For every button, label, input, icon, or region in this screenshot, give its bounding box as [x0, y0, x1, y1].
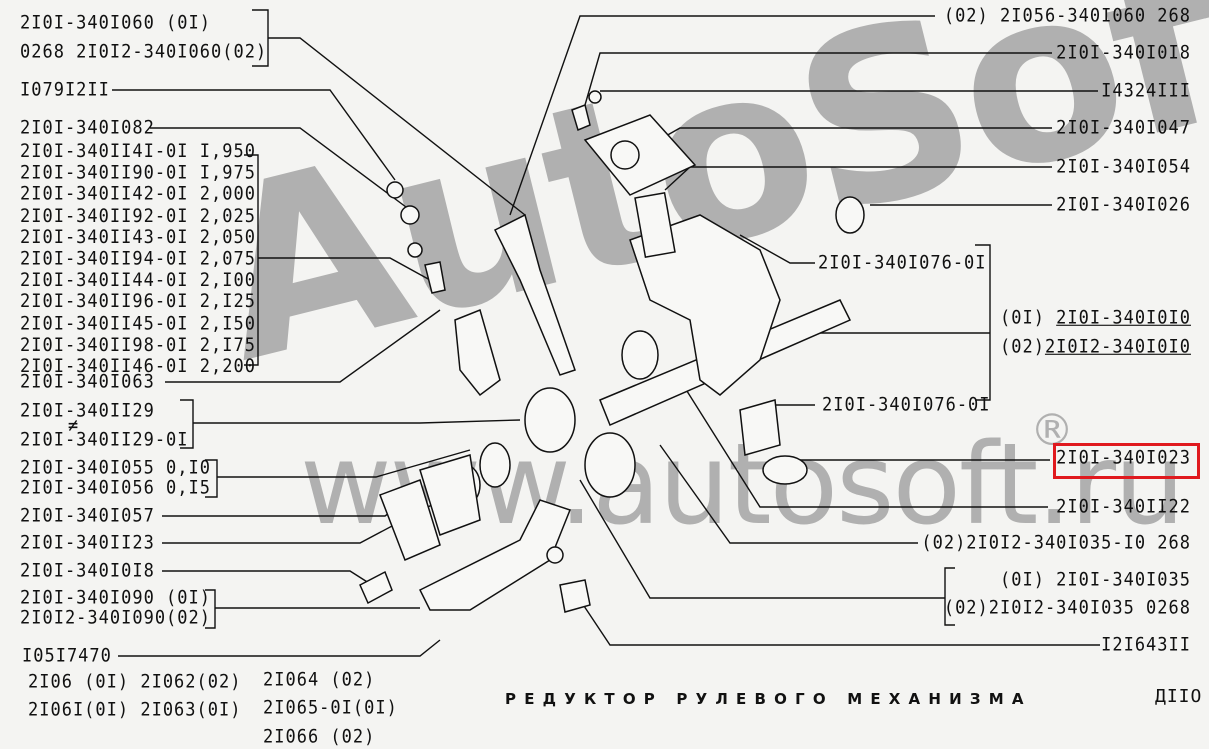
shim-item: 2I0I-340II98-0I 2,I75	[20, 333, 256, 357]
sector-shaft	[634, 191, 676, 259]
shim-item: 2I0I-340II46-0I 2,200	[20, 355, 256, 378]
part-label: 2I0I-340I047	[1056, 116, 1191, 140]
gasket	[379, 479, 441, 561]
part-label: (02)2I0I2-340I035 0268	[943, 596, 1191, 620]
shim-item: 2I0I-340II44-0I 2,I00	[20, 269, 256, 292]
part-label-pair: (0I) 2I0I-340I0I0	[1000, 307, 1191, 329]
highlight-box	[1053, 443, 1200, 479]
shim-item: 2I0I-340II94-0I 2,075	[20, 247, 256, 271]
shim-item: 2I0I-340II42-0I 2,000	[20, 183, 256, 206]
part-label: (02)2I0I2-340I035-I0 268	[921, 531, 1191, 555]
part-label: 2I0I-340II23	[20, 531, 155, 555]
part-label: (0I) 2I0I-340I035	[1000, 568, 1191, 592]
steering-shaft	[493, 213, 576, 376]
washer-top	[386, 181, 404, 199]
part-label: 2I0I-340I0I8	[20, 559, 155, 583]
part-label: I079I2II	[20, 78, 110, 102]
sheet-code: ДIIO	[1155, 686, 1203, 707]
part-label: I05I7470	[22, 644, 112, 668]
part-label: 2I0I-340I054	[1056, 155, 1191, 179]
variant-tag: (02)	[999, 335, 1045, 359]
bushing	[739, 399, 781, 456]
part-label: 2I0I-340I076-0I	[822, 393, 991, 417]
boot-lower	[584, 432, 636, 498]
model-label: 2I066 (02)	[263, 725, 376, 749]
part-label: 2I0I-340I0I8	[1056, 41, 1191, 65]
bearing-lower	[479, 442, 511, 488]
model-label: 2I06I(0I) 2I063(0I)	[28, 698, 242, 722]
part-label: 2I0I-340I026	[1056, 193, 1191, 217]
adjuster-bracket	[454, 308, 501, 397]
part-label: 2I0I-340I076-0I	[818, 251, 987, 275]
spring-washer	[546, 546, 564, 564]
part-label: (02) 2I056-340I060 268	[943, 4, 1191, 28]
part-label: 2I0I-340I055 0,I0	[20, 456, 211, 480]
part-label: 2I0I-340II29	[20, 399, 155, 423]
leader-lines	[112, 9, 1100, 657]
seal-lower	[762, 455, 808, 485]
model-label: 2I064 (02)	[263, 668, 376, 692]
housing	[629, 214, 781, 396]
model-label: 2I06 (0I) 2I062(02)	[28, 670, 242, 694]
shim-item: 2I0I-340II90-0I I,975	[20, 161, 256, 185]
pitman-arm	[418, 499, 571, 611]
bearing	[621, 330, 659, 380]
part-label: 2I0I-340I060 (0I)	[20, 11, 211, 35]
part-number: 2I0I2-340I0I0	[1044, 335, 1191, 359]
part-number: 2I0I-340I0I0	[1056, 306, 1191, 330]
diagram-title: РЕДУКТОР РУЛЕВОГО МЕХАНИЗМА	[505, 690, 1032, 708]
castle-nut	[559, 579, 591, 613]
model-label: 2I065-0I(0I)	[263, 696, 398, 720]
bolt	[571, 103, 591, 132]
part-label: 2I0I-340I082	[20, 116, 155, 140]
part-label: 2I0I-340I090 (0I)	[20, 586, 211, 610]
part-label: I4324III	[1101, 79, 1191, 103]
part-label: 2I0I2-340I090(02)	[20, 606, 211, 630]
nut	[588, 90, 602, 104]
part-label: I2I643II	[1101, 633, 1191, 657]
part-label: 2I0I-340I056 0,I5	[20, 476, 211, 500]
cover-plate	[583, 114, 697, 196]
shim-list: 2I0I-340II4I-0I I,950 2I0I-340II90-0I I,…	[20, 141, 256, 378]
bolt-lower	[359, 570, 393, 605]
part-label: 2I0I-340I057	[20, 504, 155, 528]
part-label: 2I0I-340II29-0I	[20, 428, 189, 452]
part-label: 2I0I-340I063	[20, 370, 155, 394]
not-equal-mark: ≠	[68, 414, 80, 438]
variant-tag: (0I)	[999, 306, 1057, 330]
highlighted-part-label[interactable]: 2I0I-340I023	[1056, 446, 1191, 470]
part-label: 0268 2I0I2-340I060(02)	[20, 40, 268, 64]
shim-item: 2I0I-340II43-0I 2,050	[20, 226, 256, 249]
shim-item: 2I0I-340II45-0I 2,I50	[20, 312, 256, 335]
part-label-pair: (02)2I0I2-340I0I0	[1000, 336, 1191, 358]
shim-item: 2I0I-340II96-0I 2,I25	[20, 290, 256, 314]
boot-upper	[524, 387, 576, 453]
flange	[419, 454, 481, 536]
part-label: 2I0I-340II22	[1056, 495, 1191, 519]
shim-item: 2I0I-340II92-0I 2,025	[20, 204, 256, 228]
shim-item: 2I0I-340II4I-0I I,950	[20, 140, 256, 163]
parts	[359, 90, 865, 613]
seal-ring	[835, 196, 865, 234]
